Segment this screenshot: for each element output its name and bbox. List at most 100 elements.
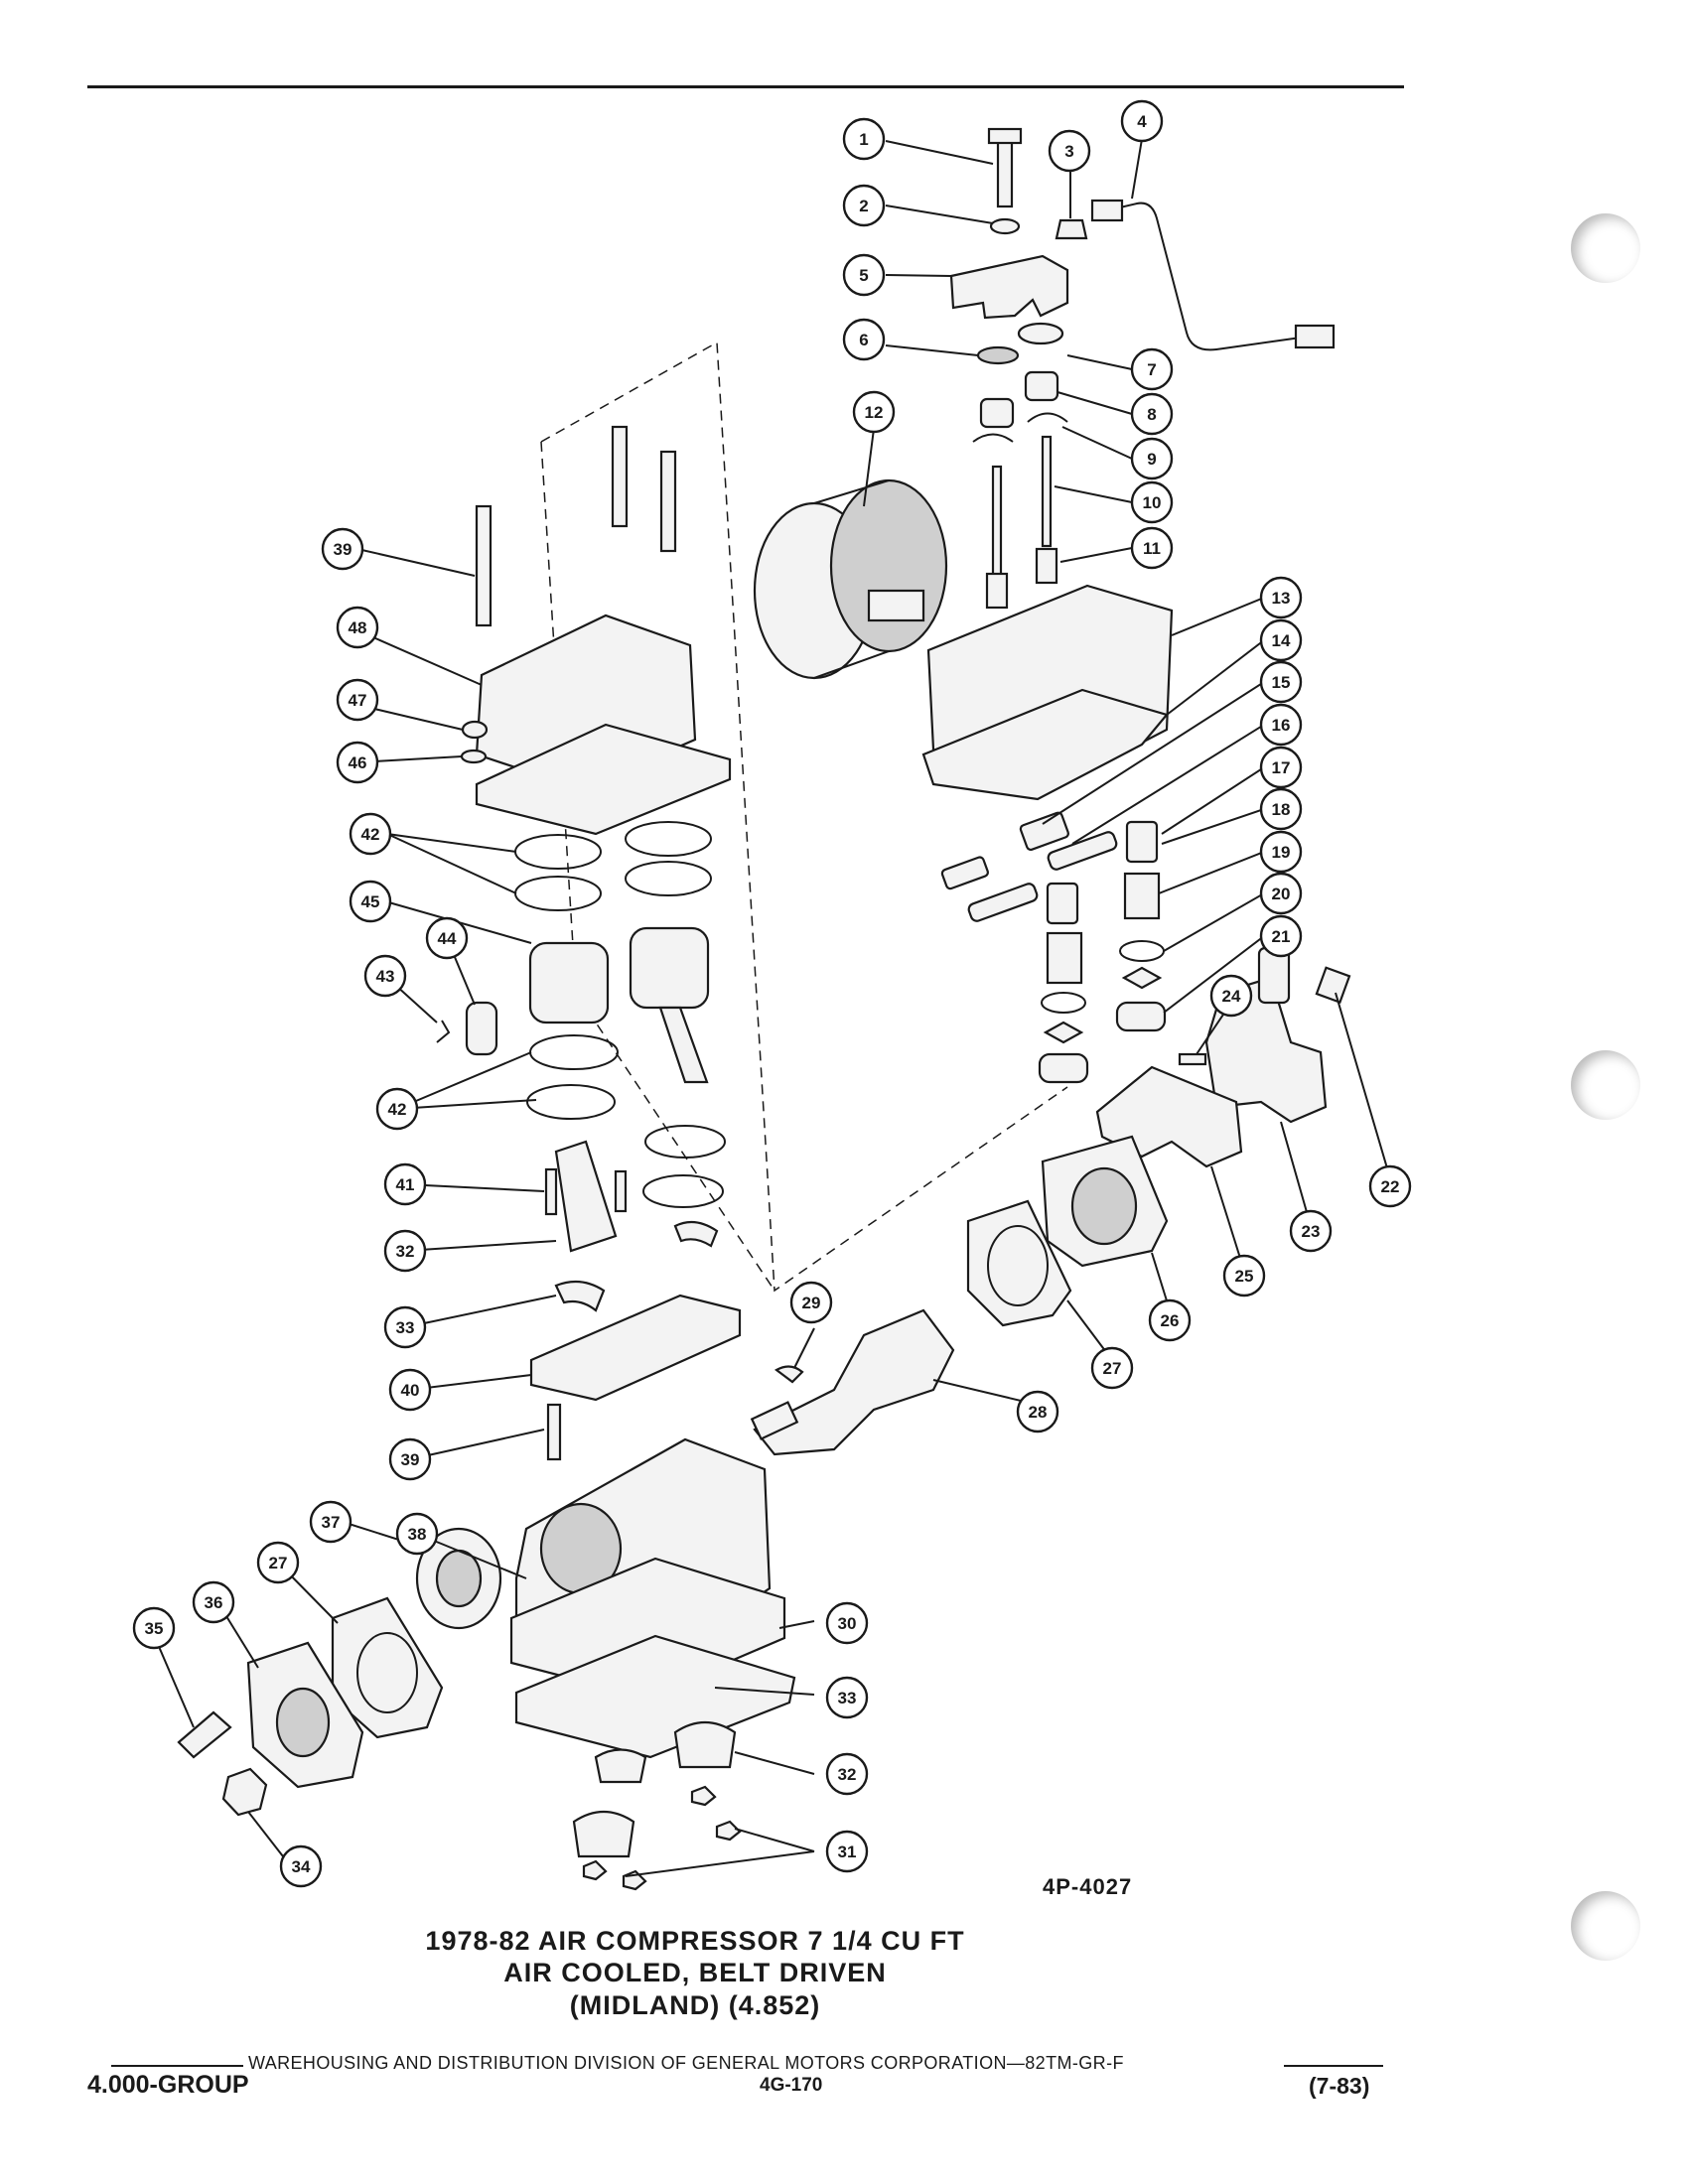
valve-spring <box>1123 872 1161 920</box>
fitting-part <box>1055 218 1088 240</box>
callout-48: 48 <box>336 606 379 649</box>
callout-8: 8 <box>1130 392 1174 436</box>
svg-text:6: 6 <box>859 331 868 349</box>
valve-plate <box>1019 811 1069 852</box>
svg-text:17: 17 <box>1272 758 1291 777</box>
callout-42-lower: 42 <box>375 1087 419 1131</box>
svg-text:11: 11 <box>1143 539 1161 558</box>
bearing-cap <box>594 1748 647 1784</box>
footer-page-number: 4G-170 <box>760 2075 823 2096</box>
figure-caption-line-2: AIR COOLED, BELT DRIVEN <box>503 1958 887 1987</box>
bolt-part <box>987 127 1023 208</box>
svg-text:22: 22 <box>1381 1177 1400 1196</box>
bearing-cover-bore <box>275 1687 331 1758</box>
discharge-tube <box>1106 202 1302 351</box>
connecting-rod-2 <box>554 1140 618 1253</box>
valve-seal <box>1115 1001 1167 1032</box>
binder-hole-top <box>1571 213 1640 283</box>
valve-reed-2 <box>967 883 1039 922</box>
piston-ring-2 <box>514 876 602 911</box>
svg-text:48: 48 <box>349 618 367 637</box>
svg-text:27: 27 <box>269 1554 288 1572</box>
governor-fitting <box>1315 966 1351 1005</box>
callout-47: 47 <box>336 678 379 722</box>
callout-20: 20 <box>1259 872 1303 915</box>
svg-text:23: 23 <box>1302 1222 1321 1241</box>
footer-publisher: WAREHOUSING AND DISTRIBUTION DIVISION OF… <box>248 2053 1124 2073</box>
valve-seat-2 <box>1041 992 1086 1014</box>
svg-text:41: 41 <box>396 1175 415 1194</box>
callout-19: 19 <box>1259 830 1303 874</box>
stud-bolts <box>475 425 677 627</box>
callout-10: 10 <box>1130 480 1174 524</box>
woodruff-key <box>775 1365 804 1384</box>
footer-date: (7-83) <box>1309 2073 1370 2099</box>
tube-fitting-upper <box>1090 199 1124 222</box>
bearing-ring <box>644 1125 726 1159</box>
valve-disc <box>1121 966 1163 990</box>
callout-23: 23 <box>1289 1209 1333 1253</box>
cap-nut <box>690 1785 717 1807</box>
valve-plate-2 <box>940 856 989 890</box>
callout-24: 24 <box>1209 974 1253 1018</box>
callout-46: 46 <box>336 741 379 784</box>
svg-text:1: 1 <box>859 130 868 149</box>
cover-gasket-bore <box>356 1632 418 1713</box>
svg-text:42: 42 <box>361 825 380 844</box>
callout-27: 27 <box>1090 1346 1134 1390</box>
rod-bolt <box>544 1167 558 1216</box>
spring-part-2 <box>1035 547 1058 585</box>
callout-27-left: 27 <box>256 1541 300 1584</box>
piston-ring-6 <box>526 1084 616 1120</box>
governor-screw <box>1178 1052 1207 1066</box>
callout-33: 33 <box>825 1676 869 1719</box>
svg-text:36: 36 <box>205 1593 223 1612</box>
callout-12: 12 <box>852 390 896 434</box>
crankshaft <box>753 1308 955 1456</box>
spring-part <box>985 572 1009 610</box>
piston <box>528 941 610 1024</box>
callout-28: 28 <box>1016 1390 1059 1433</box>
svg-text:27: 27 <box>1103 1359 1122 1378</box>
callout-17: 17 <box>1259 746 1303 789</box>
valve-stem <box>991 465 1003 578</box>
svg-text:12: 12 <box>865 403 884 422</box>
svg-text:32: 32 <box>838 1765 857 1784</box>
binder-hole-middle <box>1571 1050 1640 1120</box>
bearing-shell-2 <box>554 1280 606 1312</box>
svg-text:25: 25 <box>1235 1267 1254 1286</box>
callout-18: 18 <box>1259 787 1303 831</box>
svg-text:34: 34 <box>292 1857 311 1876</box>
svg-text:33: 33 <box>396 1318 415 1337</box>
leader-lines <box>153 138 1391 1877</box>
svg-text:37: 37 <box>322 1513 341 1532</box>
svg-text:24: 24 <box>1222 987 1241 1006</box>
svg-text:46: 46 <box>349 753 367 772</box>
callout-45: 45 <box>349 880 392 923</box>
washer-part <box>989 217 1021 235</box>
svg-text:39: 39 <box>401 1450 420 1469</box>
valve-spring-2 <box>1046 931 1083 985</box>
unloader-body <box>949 254 1069 320</box>
svg-text:3: 3 <box>1064 142 1073 161</box>
rod-bolt-2 <box>614 1169 628 1213</box>
svg-text:21: 21 <box>1272 927 1291 946</box>
callout-30: 30 <box>825 1601 869 1645</box>
svg-text:47: 47 <box>349 691 367 710</box>
callout-42: 42 <box>349 812 392 856</box>
valve-cap <box>1125 820 1159 864</box>
callout-35: 35 <box>132 1606 176 1650</box>
svg-text:10: 10 <box>1143 493 1162 512</box>
callout-34: 34 <box>279 1844 323 1888</box>
figure-caption-line-3: (MIDLAND) (4.852) <box>569 1990 821 2020</box>
air-filter <box>753 478 948 680</box>
svg-text:18: 18 <box>1272 800 1291 819</box>
svg-text:32: 32 <box>396 1242 415 1261</box>
callout-1: 1 <box>842 117 886 161</box>
callout-29: 29 <box>789 1281 833 1324</box>
bushing-part <box>979 397 1015 429</box>
bearing-cap-3 <box>572 1811 635 1858</box>
ball-bearing-bore <box>435 1549 483 1608</box>
connecting-rod <box>658 1006 709 1084</box>
